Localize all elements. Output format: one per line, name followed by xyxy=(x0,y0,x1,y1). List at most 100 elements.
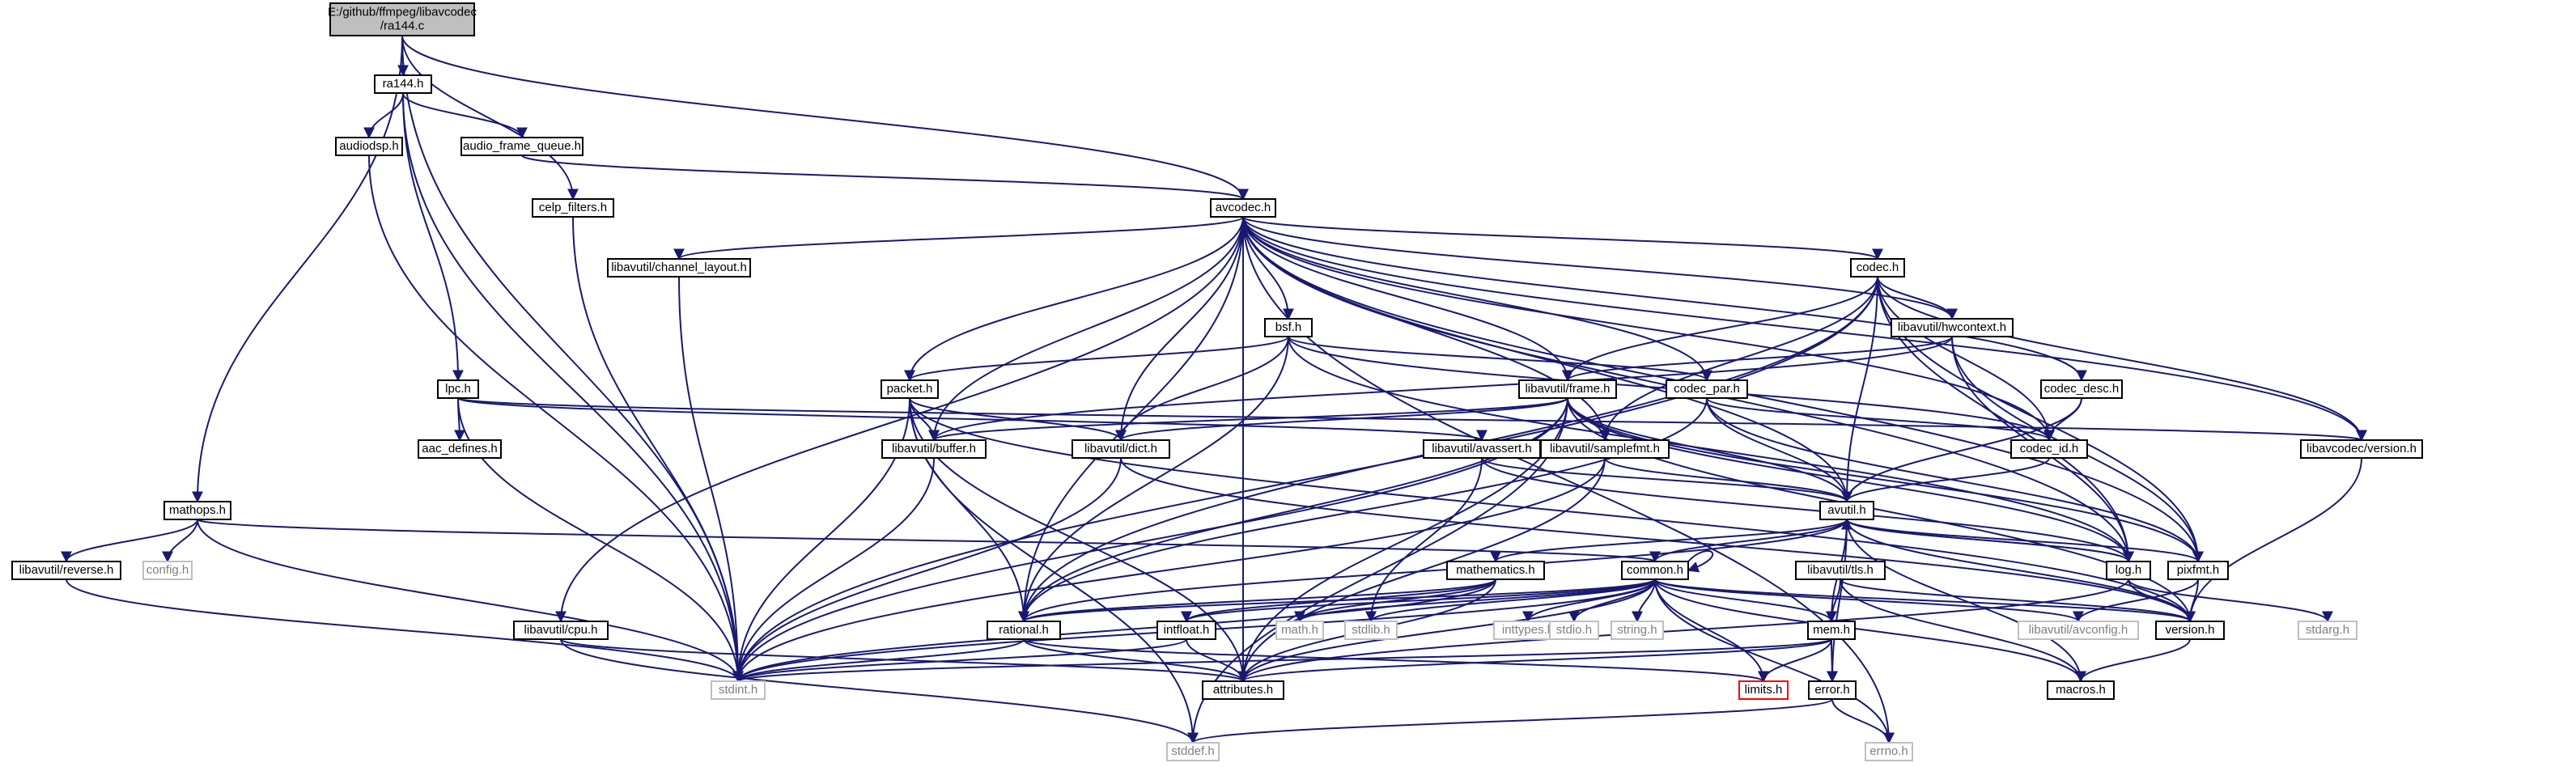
node-box-error xyxy=(1808,680,1857,700)
node-versionh[interactable]: version.h xyxy=(2155,621,2225,640)
edge-lpc-to-avassert xyxy=(457,397,1487,442)
node-box-packet xyxy=(881,379,939,399)
edge-packet-to-dict xyxy=(909,397,1127,442)
edge-avutil-to-versionh xyxy=(1846,519,2196,623)
node-box-pixfmt xyxy=(2167,561,2229,580)
node-version[interactable]: libavcodec/version.h xyxy=(2300,439,2423,459)
edge-audiodsp-to-stdint xyxy=(368,155,744,683)
edge-codech-to-avutil xyxy=(1841,276,1878,503)
node-mem[interactable]: mem.h xyxy=(1807,621,1856,640)
edge-codecdesc-to-avutil xyxy=(1841,397,2082,503)
node-box-rational xyxy=(987,621,1061,640)
node-box-ra144c xyxy=(329,2,475,36)
node-log[interactable]: log.h xyxy=(2106,561,2151,580)
node-label-limits: limits.h xyxy=(1745,683,1783,697)
node-label-avassert: libavutil/avassert.h xyxy=(1432,442,1531,456)
node-avassert[interactable]: libavutil/avassert.h xyxy=(1423,439,1541,459)
node-label-audiodsp: audiodsp.h xyxy=(339,139,398,153)
node-label-stdint: stdint.h xyxy=(719,683,758,697)
node-codecpar[interactable]: codec_par.h xyxy=(1666,379,1748,399)
edge-avcodec-to-dict xyxy=(1115,216,1244,442)
node-box-audiodsp xyxy=(335,137,403,156)
node-dict[interactable]: libavutil/dict.h xyxy=(1072,439,1170,459)
node-codecid[interactable]: codec_id.h xyxy=(2010,439,2088,459)
node-box-buffer xyxy=(881,439,987,459)
node-cpu[interactable]: libavutil/cpu.h xyxy=(513,621,609,640)
node-rational[interactable]: rational.h xyxy=(987,621,1061,640)
node-label-error: error.h xyxy=(1814,683,1849,697)
edge-common-to-intfloat xyxy=(1181,578,1656,623)
node-ra144h[interactable]: ra144.h xyxy=(374,74,432,94)
edge-mem-to-attributes xyxy=(1237,638,1832,683)
node-frame[interactable]: libavutil/frame.h xyxy=(1518,379,1617,399)
node-box-bsf xyxy=(1264,318,1313,337)
node-box-stdint xyxy=(711,680,766,700)
node-attributes[interactable]: attributes.h xyxy=(1202,680,1284,700)
node-celp[interactable]: celp_filters.h xyxy=(532,198,614,218)
node-box-stddef xyxy=(1166,742,1220,761)
node-box-avconfig xyxy=(2018,621,2139,640)
node-macros[interactable]: macros.h xyxy=(2047,680,2115,700)
node-codecdesc[interactable]: codec_desc.h xyxy=(2040,379,2123,399)
node-mathops[interactable]: mathops.h xyxy=(163,501,231,520)
edge-avcodec-to-errno xyxy=(1242,216,1895,744)
node-label-pixfmt: pixfmt.h xyxy=(2177,563,2220,577)
edge-lpc-to-version xyxy=(457,397,2366,442)
node-audiodsp[interactable]: audiodsp.h xyxy=(335,137,403,156)
edge-frame-to-log xyxy=(1567,397,2134,563)
edge-mem-to-stdint xyxy=(732,638,1832,683)
edge-common-to-errno xyxy=(1654,578,1895,744)
node-intfloat[interactable]: intfloat.h xyxy=(1156,621,1216,640)
node-box-common xyxy=(1621,561,1689,580)
node-hwctx[interactable]: libavutil/hwcontext.h xyxy=(1891,318,2014,337)
edge-mathops-to-config xyxy=(162,519,198,563)
node-packet[interactable]: packet.h xyxy=(881,379,939,399)
node-stdint: stdint.h xyxy=(711,680,766,700)
edge-reverse-to-stdint xyxy=(66,578,744,683)
edge-log-to-avutil xyxy=(1841,518,2129,562)
node-string: string.h xyxy=(1611,621,1664,640)
node-buffer[interactable]: libavutil/buffer.h xyxy=(881,439,987,459)
node-label-chlayout: libavutil/channel_layout.h xyxy=(611,261,747,274)
edge-avcodec-to-bsf xyxy=(1242,216,1294,320)
edge-bsf-to-log xyxy=(1288,336,2134,563)
node-bsf[interactable]: bsf.h xyxy=(1264,318,1313,337)
node-codech[interactable]: codec.h xyxy=(1850,258,1905,278)
node-aacdef[interactable]: aac_defines.h xyxy=(418,439,502,459)
node-box-afq xyxy=(460,137,584,156)
edge-samplefmt-to-stdint xyxy=(732,457,1606,683)
node-tls[interactable]: libavutil/tls.h xyxy=(1795,561,1886,580)
node-lpc[interactable]: lpc.h xyxy=(437,379,479,399)
node-avcodec[interactable]: avcodec.h xyxy=(1210,198,1276,218)
edge-error-to-stddef xyxy=(1187,698,1833,744)
edges-layer xyxy=(61,35,2367,744)
node-common[interactable]: common.h xyxy=(1621,561,1689,580)
node-pixfmt[interactable]: pixfmt.h xyxy=(2167,561,2229,580)
edge-celp-to-stdint xyxy=(572,216,744,683)
node-label-avconfig: libavutil/avconfig.h xyxy=(2029,623,2128,637)
node-avutil[interactable]: avutil.h xyxy=(1819,501,1874,520)
node-afq[interactable]: audio_frame_queue.h xyxy=(460,137,584,156)
edge-ra144c-to-mathops xyxy=(192,35,403,503)
node-error[interactable]: error.h xyxy=(1808,680,1857,700)
node-label-samplefmt: libavutil/samplefmt.h xyxy=(1550,442,1660,456)
node-samplefmt[interactable]: libavutil/samplefmt.h xyxy=(1540,439,1670,459)
node-ra144c[interactable]: E:/github/ffmpeg/libavcodec/ra144.c xyxy=(328,2,477,36)
edge-ra144h-to-lpc xyxy=(402,92,464,382)
node-chlayout[interactable]: libavutil/channel_layout.h xyxy=(607,258,751,278)
edge-avassert-to-stdlib xyxy=(1365,457,1483,623)
nodes-layer: E:/github/ffmpeg/libavcodec/ra144.c ra144… xyxy=(11,2,2423,761)
node-mathematics[interactable]: mathematics.h xyxy=(1446,561,1545,580)
node-reverse[interactable]: libavutil/reverse.h xyxy=(11,561,121,580)
node-box-frame xyxy=(1518,379,1617,399)
edge-avcodec-to-codecdesc xyxy=(1242,216,2087,382)
edge-common-to-mathh xyxy=(1294,578,1656,623)
edge-bsf-to-rational xyxy=(1018,336,1289,623)
node-box-codecpar xyxy=(1666,379,1748,399)
edge-samplefmt-to-avutil xyxy=(1604,457,1852,503)
node-label-codecpar: codec_par.h xyxy=(1674,382,1740,396)
edge-avassert-to-log xyxy=(1481,457,2134,563)
node-box-intfloat xyxy=(1156,621,1216,640)
node-label-lpc: lpc.h xyxy=(445,382,471,396)
node-label-frame: libavutil/frame.h xyxy=(1525,382,1610,396)
